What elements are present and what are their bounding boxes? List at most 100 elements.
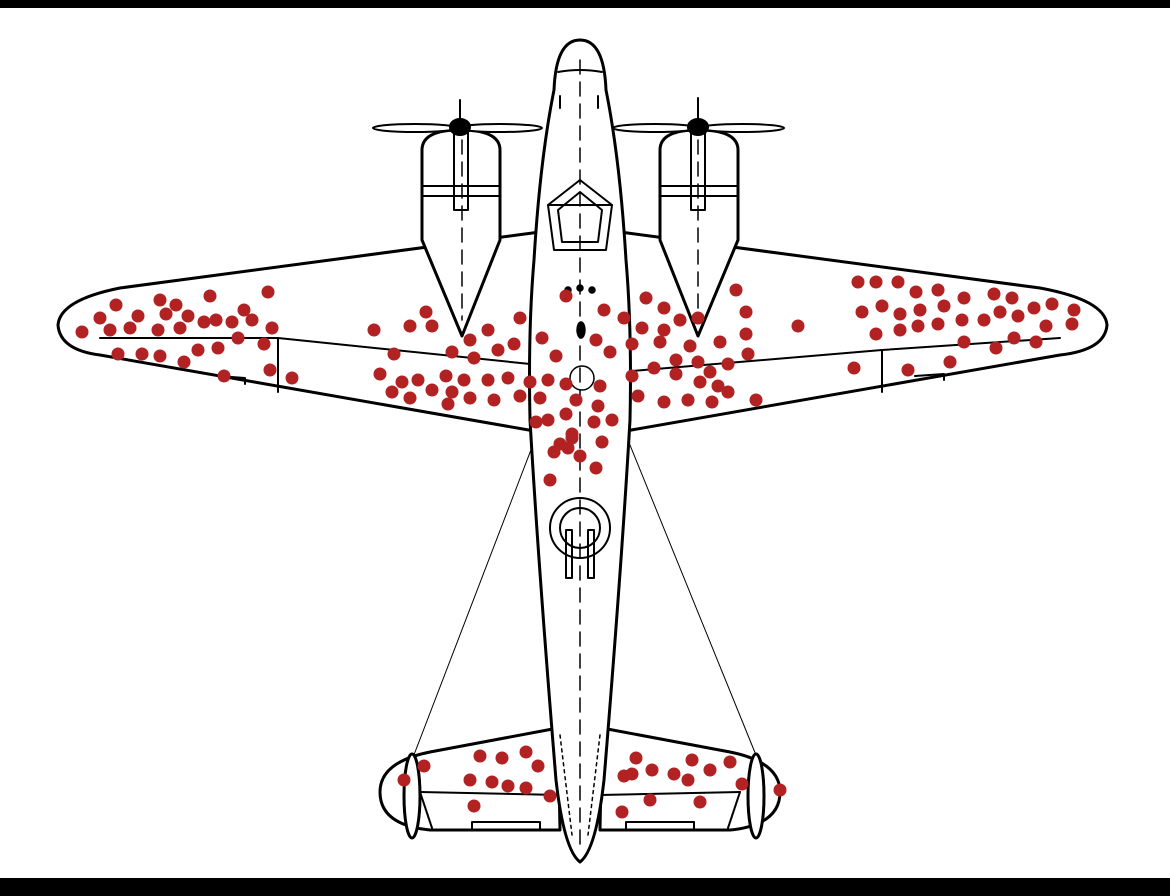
- nose-details: [559, 95, 599, 109]
- right-wing: [618, 230, 1109, 434]
- hit-marker-right-wing-12: [855, 305, 869, 319]
- hit-marker-left-wing-6: [93, 311, 107, 325]
- hit-marker-right-wing-6: [957, 291, 971, 305]
- aircraft-diagram: [56, 38, 1109, 864]
- hit-marker-left-wing-11: [237, 303, 251, 317]
- hit-marker-right-wing-16: [937, 299, 951, 313]
- hit-marker-left-wing-7: [131, 309, 145, 323]
- hit-marker-right-tailplane-5: [685, 753, 699, 767]
- hit-marker-left-inner-wing-25: [463, 391, 477, 405]
- hit-marker-left-wing-13: [103, 323, 117, 337]
- right-tail-fin: [746, 752, 766, 840]
- hit-marker-right-wing-31: [847, 361, 861, 375]
- hit-marker-right-wing-13: [875, 299, 889, 313]
- hit-marker-right-inner-wing-6: [635, 321, 649, 335]
- hit-marker-right-inner-wing-13: [683, 339, 697, 353]
- hit-marker-left-inner-wing-8: [387, 347, 401, 361]
- hit-marker-left-wing-29: [263, 363, 277, 377]
- hit-marker-right-wing-9: [1027, 301, 1041, 315]
- hit-marker-right-inner-wing-1: [617, 311, 631, 325]
- hit-marker-right-inner-wing-28: [681, 393, 695, 407]
- hit-marker-right-tailplane-11: [693, 795, 707, 809]
- hit-marker-right-tailplane-14: [617, 769, 631, 783]
- hit-marker-left-inner-wing-15: [411, 373, 425, 387]
- hit-marker-left-inner-wing-21: [385, 385, 399, 399]
- hit-marker-right-tailplane-1: [629, 751, 643, 765]
- hit-marker-fuselage-25: [565, 431, 579, 445]
- hit-marker-right-wing-18: [977, 313, 991, 327]
- hit-marker-right-inner-wing-4: [673, 313, 687, 327]
- hit-marker-left-inner-wing-28: [441, 397, 455, 411]
- hit-marker-left-wing-3: [169, 298, 183, 312]
- hit-marker-right-wing-29: [1007, 331, 1021, 345]
- hit-marker-left-wing-28: [257, 337, 271, 351]
- hit-marker-right-inner-wing-26: [631, 389, 645, 403]
- hit-marker-left-inner-wing-23: [425, 383, 439, 397]
- hit-marker-left-wing-31: [285, 371, 299, 385]
- hit-marker-right-wing-26: [931, 317, 945, 331]
- hit-marker-fuselage-14: [591, 399, 605, 413]
- hit-marker-right-inner-wing-14: [713, 335, 727, 349]
- hit-marker-right-inner-wing-10: [729, 283, 743, 297]
- hit-marker-left-inner-wing-7: [513, 311, 527, 325]
- hit-marker-right-tailplane-13: [615, 805, 629, 819]
- hit-marker-right-inner-wing-17: [703, 365, 717, 379]
- hit-marker-right-tailplane-6: [703, 763, 717, 777]
- hit-marker-right-inner-wing-24: [711, 379, 725, 393]
- hit-marker-left-inner-wing-1: [367, 323, 381, 337]
- hit-marker-right-wing-23: [869, 327, 883, 341]
- hit-marker-left-inner-wing-11: [491, 343, 505, 357]
- hit-marker-right-inner-wing-19: [741, 347, 755, 361]
- hit-marker-left-wing-26: [153, 349, 167, 363]
- hit-marker-left-inner-wing-19: [501, 371, 515, 385]
- hit-marker-left-wing-1: [109, 298, 123, 312]
- hit-marker-left-wing-27: [177, 355, 191, 369]
- hit-marker-right-wing-10: [1045, 297, 1059, 311]
- hit-marker-right-inner-wing-9: [691, 311, 705, 325]
- hit-marker-left-wing-17: [197, 315, 211, 329]
- hit-marker-fuselage-9: [593, 379, 607, 393]
- hit-marker-fuselage-10: [533, 391, 547, 405]
- hit-marker-right-inner-wing-7: [625, 337, 639, 351]
- hit-marker-left-wing-8: [159, 307, 173, 321]
- hit-marker-right-inner-wing-27: [657, 395, 671, 409]
- hit-marker-left-inner-wing-20: [523, 375, 537, 389]
- hit-marker-left-wing-9: [181, 309, 195, 323]
- hit-marker-fuselage-24: [543, 473, 557, 487]
- hit-marker-left-wing-10: [209, 313, 223, 327]
- hit-marker-left-inner-wing-6: [481, 323, 495, 337]
- hit-marker-right-inner-wing-18: [721, 357, 735, 371]
- hit-marker-left-tailplane-8: [531, 759, 545, 773]
- hit-marker-left-tailplane-9: [543, 789, 557, 803]
- right-propeller: [612, 97, 785, 136]
- hit-marker-left-wing-4: [203, 289, 217, 303]
- hit-marker-left-tailplane-6: [501, 779, 515, 793]
- hit-marker-right-wing-22: [1065, 317, 1079, 331]
- hit-marker-fuselage-18: [587, 415, 601, 429]
- hit-marker-left-wing-19: [245, 313, 259, 327]
- hit-marker-right-wing-11: [1067, 303, 1081, 317]
- hit-marker-left-tailplane-7: [519, 781, 533, 795]
- hit-marker-right-wing-24: [893, 323, 907, 337]
- hit-marker-left-wing-21: [231, 331, 245, 345]
- hit-marker-right-inner-wing-15: [739, 327, 753, 341]
- hit-marker-fuselage-8: [559, 377, 573, 391]
- gun-turret: [549, 497, 611, 579]
- hit-marker-left-inner-wing-17: [457, 373, 471, 387]
- hit-marker-fuselage-7: [541, 373, 555, 387]
- hit-marker-right-wing-27: [957, 335, 971, 349]
- wing-control-surfaces: [99, 337, 1061, 393]
- hit-marker-right-inner-wing-16: [691, 355, 705, 369]
- hit-marker-left-tailplane-11: [417, 759, 431, 773]
- hit-marker-left-tailplane-10: [397, 773, 411, 787]
- hit-marker-left-inner-wing-26: [487, 393, 501, 407]
- hit-marker-right-inner-wing-12: [791, 319, 805, 333]
- hit-marker-left-wing-18: [225, 315, 239, 329]
- hit-marker-right-wing-20: [1011, 309, 1025, 323]
- hit-marker-fuselage-13: [559, 407, 573, 421]
- hit-marker-left-wing-14: [123, 321, 137, 335]
- hit-marker-right-wing-7: [987, 287, 1001, 301]
- hit-marker-fuselage-15: [529, 415, 543, 429]
- hit-marker-right-wing-3: [891, 275, 905, 289]
- hit-marker-left-tailplane-3: [519, 745, 533, 759]
